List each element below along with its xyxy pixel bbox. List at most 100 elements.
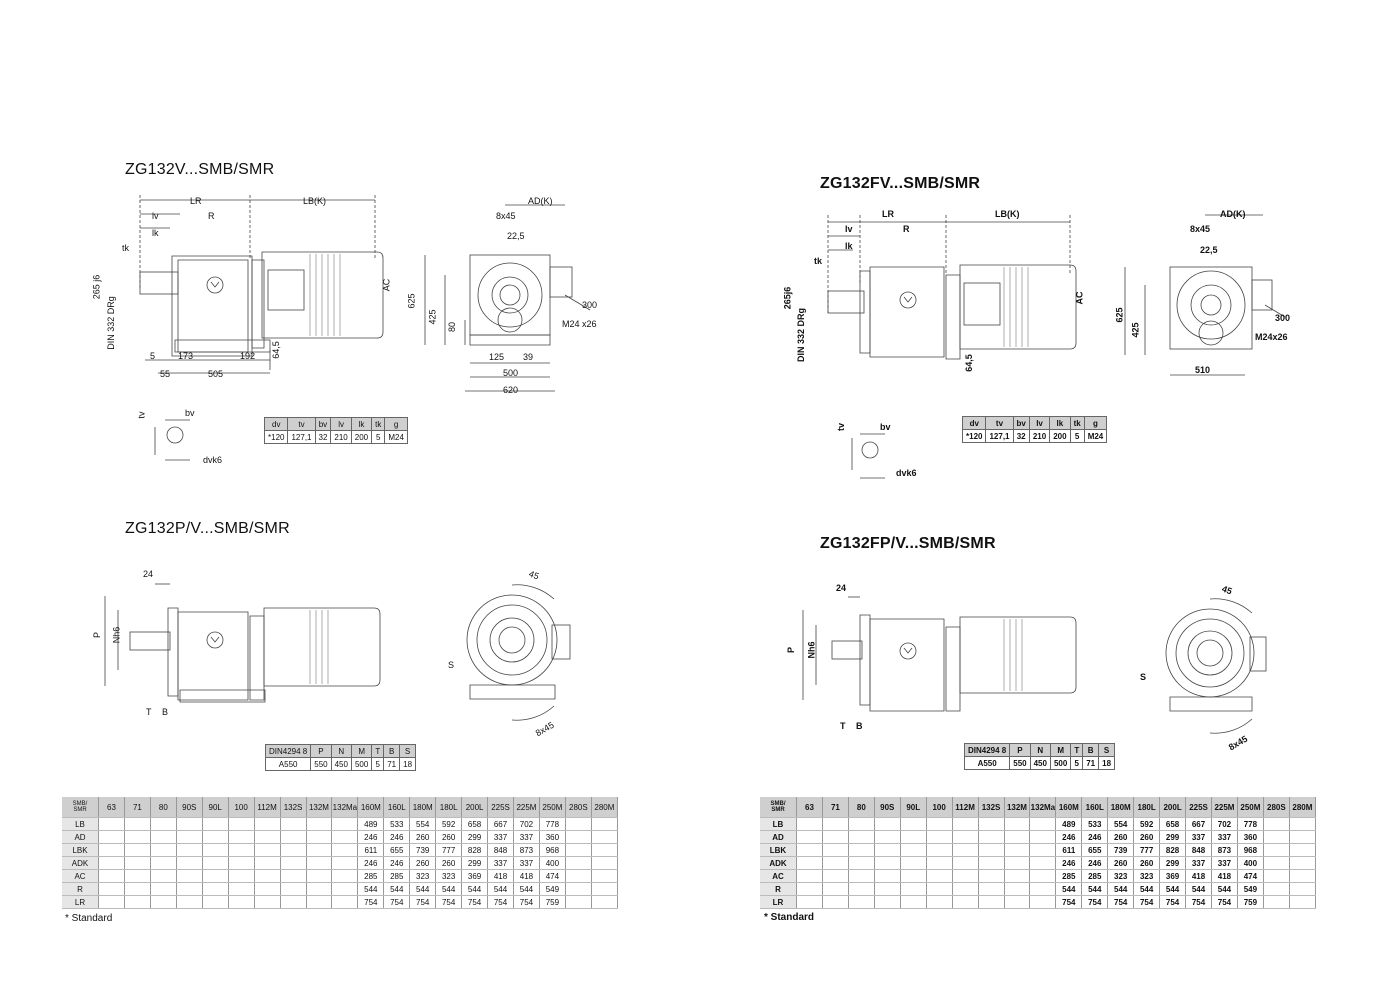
table-cell: 592 <box>1133 817 1161 831</box>
table-cell <box>926 817 953 831</box>
dim-ac: AC <box>381 278 392 292</box>
table-cell <box>254 882 281 896</box>
table-cell <box>926 830 953 844</box>
table-cell <box>280 869 307 883</box>
size-header-cell: 180L <box>435 797 463 818</box>
table-cell <box>565 830 592 844</box>
cell: A550 <box>264 757 312 771</box>
dim-adk-f: AD(K) <box>1220 209 1246 219</box>
table-cell: 337 <box>1211 856 1238 870</box>
table-cell <box>822 830 849 844</box>
table-cell <box>280 830 307 844</box>
dim-300-f: 300 <box>1275 313 1291 323</box>
table-cell <box>1004 830 1031 844</box>
table-cell <box>228 830 255 844</box>
size-header-cell: 100 <box>228 797 255 818</box>
table-cell: 759 <box>539 895 566 909</box>
table-cell <box>796 869 823 883</box>
table-cell <box>874 830 901 844</box>
table-cell: 533 <box>383 817 411 831</box>
table-cell: 299 <box>461 830 489 844</box>
table-cell <box>848 869 875 883</box>
table-cell: 418 <box>1211 869 1238 883</box>
cell: 71 <box>1082 756 1100 770</box>
dim-lbk-f: LB(K) <box>995 209 1020 219</box>
size-header-cell: 132Ma <box>331 797 359 818</box>
table-cell <box>848 830 875 844</box>
table-cell <box>822 869 849 883</box>
size-header-cell: 180L <box>1133 797 1161 818</box>
table-cell <box>1004 856 1031 870</box>
table-cell: 400 <box>539 856 566 870</box>
table-cell <box>202 817 229 831</box>
table-cell <box>202 843 229 857</box>
table-cell <box>796 856 823 870</box>
size-header-cell: 100 <box>926 797 953 818</box>
table-cell <box>1029 869 1057 883</box>
table-cell <box>202 856 229 870</box>
dim-tv: tv <box>136 411 147 419</box>
table-cell <box>1289 882 1317 896</box>
dim-din: DIN 332 DRg <box>105 296 116 350</box>
table-cell: 777 <box>1133 843 1161 857</box>
table-cell: 739 <box>409 843 437 857</box>
header-cell: M <box>350 744 373 758</box>
table-cell <box>874 817 901 831</box>
table-cell: 544 <box>487 882 514 896</box>
shaft-table-right: dv tv bv lv lk tk g *120 127,1 32 210 20… <box>961 416 1108 443</box>
table-cell <box>874 843 901 857</box>
table-cell: 544 <box>383 882 411 896</box>
table-cell <box>228 895 255 909</box>
dim-500: 500 <box>503 368 519 378</box>
cell: 550 <box>1009 756 1031 770</box>
table-cell <box>952 895 979 909</box>
table-cell: 658 <box>1159 817 1187 831</box>
table-cell: 968 <box>1237 843 1264 857</box>
header-cell: tk <box>371 417 386 431</box>
table-cell: 658 <box>461 817 489 831</box>
table-cell: 299 <box>1159 830 1187 844</box>
header-cell: M <box>1049 743 1072 757</box>
dim-425: 425 <box>427 309 438 325</box>
table-cell <box>952 869 979 883</box>
size-header-cell: 90S <box>176 797 203 818</box>
dim-lv-f: lv <box>845 224 853 234</box>
table-cell: 246 <box>1055 830 1083 844</box>
dim-j6-f: 265j6 <box>782 286 793 310</box>
dim-angle-f: 22,5 <box>1200 245 1218 255</box>
header-cell: bv <box>314 417 332 431</box>
size-header-cell: 71 <box>822 797 849 818</box>
header-cell: S <box>399 744 417 758</box>
table-cell <box>874 882 901 896</box>
table-cell <box>98 869 125 883</box>
table-cell: 754 <box>1133 895 1161 909</box>
table-cell <box>150 895 177 909</box>
table-cell <box>848 843 875 857</box>
table-cell <box>978 882 1005 896</box>
table-cell: 246 <box>357 830 385 844</box>
dim-s: S <box>448 660 455 670</box>
table-cell: 848 <box>1185 843 1212 857</box>
table-cell <box>306 882 333 896</box>
table-cell <box>124 817 151 831</box>
table-cell <box>565 882 592 896</box>
table-cell <box>874 895 901 909</box>
table-cell <box>228 869 255 883</box>
motor-side-view-f <box>827 215 1077 360</box>
dim-s-f: S <box>1140 672 1147 682</box>
table-cell: 611 <box>1055 843 1083 857</box>
table-cell <box>150 830 177 844</box>
table-cell: 828 <box>1159 843 1187 857</box>
table-cell <box>1263 817 1290 831</box>
table-cell <box>150 882 177 896</box>
table-cell <box>331 895 359 909</box>
table-cell: 655 <box>1081 843 1109 857</box>
table-cell: 489 <box>357 817 385 831</box>
table-cell: 337 <box>487 856 514 870</box>
table-cell <box>202 869 229 883</box>
table-cell <box>1263 830 1290 844</box>
table-cell <box>124 830 151 844</box>
table-cell: 754 <box>1081 895 1109 909</box>
